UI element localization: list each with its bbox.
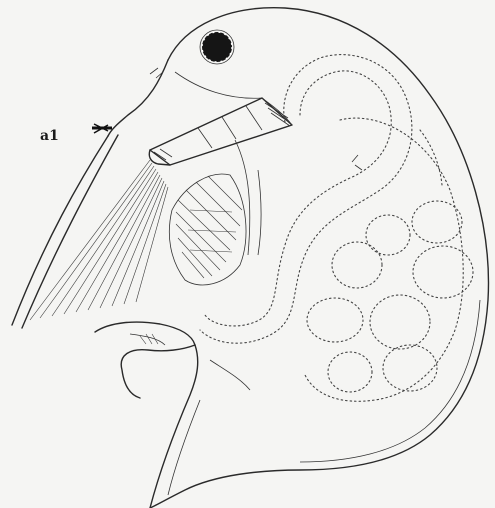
brood-chamber <box>305 118 463 401</box>
mouthparts <box>169 174 246 285</box>
rostrum <box>12 136 108 325</box>
carapace-outline <box>150 8 488 508</box>
ventral-edge-inner <box>168 400 200 495</box>
eggs <box>307 201 473 392</box>
gut <box>200 55 412 344</box>
carapace-inner-margin <box>300 300 480 462</box>
antennule-label-a1: a1 <box>40 128 59 144</box>
compound-eye <box>202 32 232 62</box>
second-antenna <box>149 98 292 165</box>
antennal-setae <box>30 160 168 320</box>
head-outline <box>108 60 168 136</box>
labrum <box>95 322 195 398</box>
head-dorsal <box>175 72 262 98</box>
ventral-edge <box>150 345 198 508</box>
antennule-tuft <box>92 124 112 133</box>
